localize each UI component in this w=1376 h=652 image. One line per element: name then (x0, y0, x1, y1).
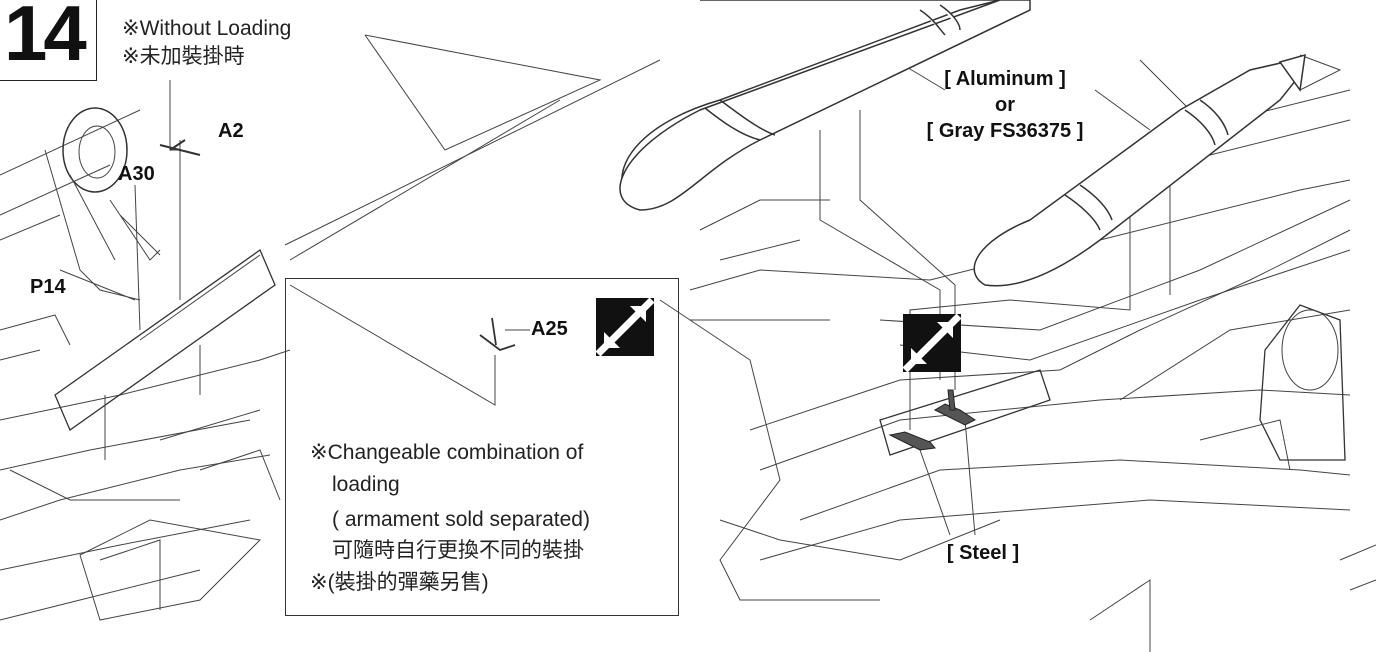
part-label-a2: A2 (218, 120, 244, 142)
inset-note-line1: ※Changeable combination of (310, 441, 584, 464)
swap-arrows-icon (595, 297, 655, 357)
inset-note-line3: ( armament sold separated) (332, 508, 590, 531)
note-without-loading-zh: ※未加裝掛時 (122, 45, 245, 68)
inset-box (285, 278, 679, 616)
inset-note-line2: loading (332, 473, 400, 496)
part-label-p14: P14 (30, 276, 66, 298)
step-number-box (0, 0, 97, 81)
step-number: 14 (4, 0, 87, 77)
inset-note-line4: 可隨時自行更換不同的裝掛 (332, 539, 584, 562)
inset-note-line5: ※(裝掛的彈藥另售) (310, 571, 489, 594)
note-without-loading-en: ※Without Loading (122, 17, 292, 40)
part-label-a30: A30 (118, 163, 155, 185)
swap-arrows-icon (902, 313, 962, 373)
paint-label-aluminum: [ Aluminum ] (944, 68, 1066, 90)
paint-label-or: or (995, 94, 1015, 116)
paint-label-steel: [ Steel ] (946, 542, 1020, 564)
part-label-a25: A25 (531, 318, 568, 340)
paint-label-gray: [ Gray FS36375 ] (926, 120, 1084, 142)
